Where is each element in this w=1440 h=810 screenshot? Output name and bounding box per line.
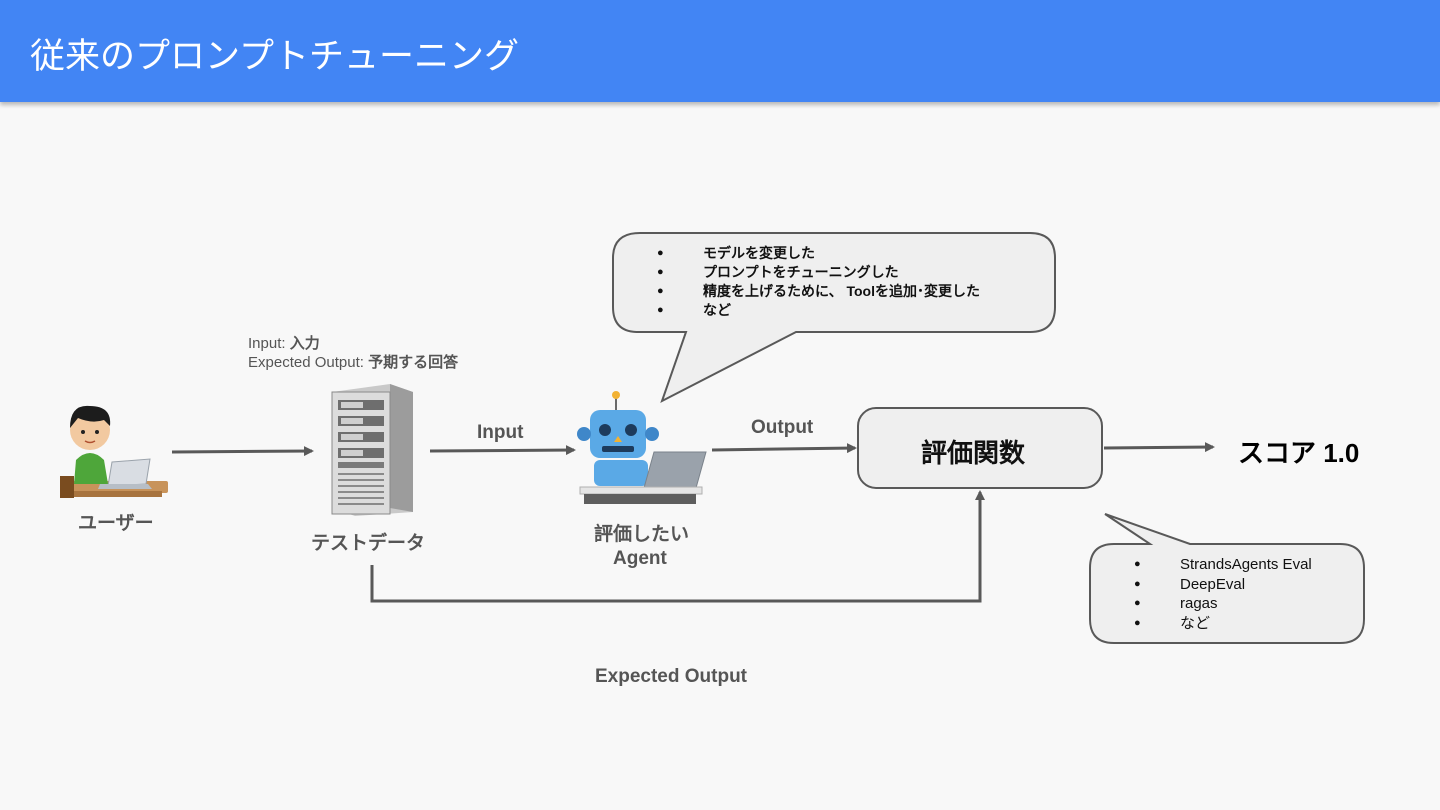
arrow-expected-output	[370, 490, 985, 603]
user-label: ユーザー	[78, 513, 154, 534]
agent-label-line2: Agent	[613, 548, 667, 569]
note-input-value: 入力	[289, 335, 320, 352]
robot-at-laptop-icon	[577, 391, 707, 504]
arrow-user-to-testdata	[171, 446, 314, 457]
eval-function-label: 評価関数	[921, 438, 1026, 468]
note-expected-value: 予期する回答	[368, 354, 459, 371]
score-label: スコア 1.0	[1238, 438, 1360, 468]
edge-label-output: Output	[751, 417, 814, 438]
note-input-key: Input:	[248, 335, 290, 352]
server-tower-icon	[331, 384, 413, 516]
eval-function-box	[857, 407, 1103, 489]
eval-bubble-item: StrandsAgents Eval	[1090, 555, 1312, 575]
edge-label-expected-output: Expected Output	[595, 666, 748, 687]
test-data-note-expected: Expected Output: 予期する回答	[248, 353, 458, 372]
agent-bubble-list: モデルを変更した プロンプトをチューニングした 精度を上げるために、 Toolを…	[613, 244, 980, 320]
arrow-eval-to-score	[1103, 442, 1215, 453]
slide-header: 従来のプロンプトチューニング	[0, 0, 1440, 102]
agent-label-line1: 評価したい	[594, 524, 690, 545]
eval-bubble-item: DeepEval	[1090, 575, 1312, 595]
test-data-label: テストデータ	[311, 533, 426, 554]
test-data-note: Input: 入力 Expected Output: 予期する回答	[248, 334, 458, 372]
slide-title: 従来のプロンプトチューニング	[30, 37, 519, 77]
agent-bubble-item: 精度を上げるために、 Toolを追加･変更した	[613, 282, 980, 301]
arrow-agent-to-eval	[711, 443, 857, 454]
edge-label-input: Input	[477, 422, 524, 443]
eval-bubble-item: など	[1090, 614, 1312, 634]
eval-bubble-item: ragas	[1090, 594, 1312, 614]
person-at-laptop-icon	[60, 405, 168, 498]
eval-bubble-list: StrandsAgents Eval DeepEval ragas など	[1090, 555, 1312, 633]
agent-bubble-item: モデルを変更した	[613, 244, 980, 263]
agent-bubble-item: プロンプトをチューニングした	[613, 263, 980, 282]
arrow-testdata-to-agent	[429, 445, 576, 456]
note-expected-key: Expected Output:	[248, 354, 369, 371]
agent-bubble-item: など	[613, 301, 980, 320]
test-data-note-input: Input: 入力	[248, 334, 458, 353]
